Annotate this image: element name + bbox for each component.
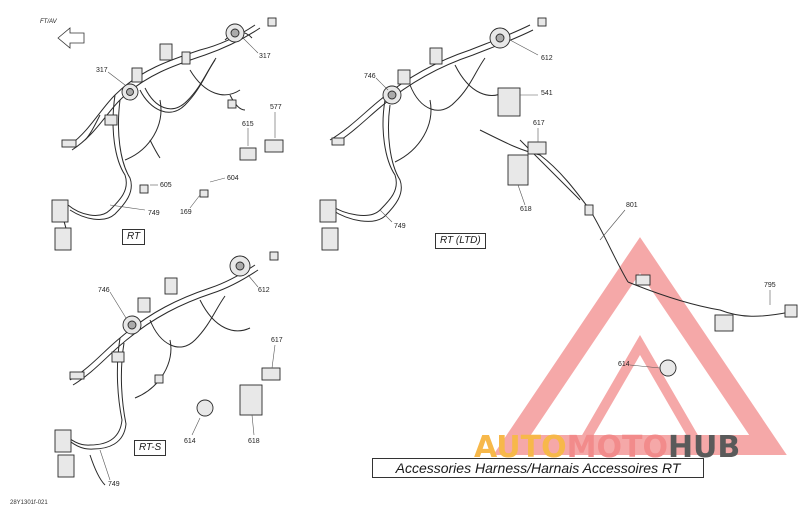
part-label: 749	[108, 481, 120, 488]
part-label: 746	[364, 73, 376, 80]
leader-lines	[99, 37, 771, 481]
part-label: 541	[541, 90, 553, 97]
front-direction-arrow-icon	[57, 27, 85, 49]
part-label: 617	[271, 337, 283, 344]
rt-s-harness-drawing	[61, 264, 259, 486]
rt-s-components	[54, 251, 281, 478]
variant-label-rt-ltd: RT (LTD)	[435, 233, 486, 249]
part-label: 615	[242, 121, 254, 128]
part-label: 795	[764, 282, 776, 289]
part-label: 604	[227, 175, 239, 182]
variant-label-rt: RT	[122, 229, 146, 245]
watermark-triangle-logo	[493, 237, 787, 455]
rt-ltd-harness-drawing	[329, 24, 791, 317]
part-label: 746	[98, 287, 110, 294]
direction-label: FT/AV	[40, 19, 57, 25]
part-label: 317	[96, 67, 108, 74]
part-label: 618	[248, 438, 260, 445]
part-label: 612	[541, 55, 553, 62]
diagram-title: Accessories Harness/Harnais Accessoires …	[372, 458, 704, 478]
drawing-code: 28Y1301f-021	[10, 500, 48, 506]
part-label: 614	[184, 438, 196, 445]
part-label: 577	[270, 104, 282, 111]
part-label: 317	[259, 53, 271, 60]
part-number-labels: 317 317 577 615 604 605 169 749 746 612 …	[96, 53, 776, 488]
part-label: 605	[160, 182, 172, 189]
part-label: 617	[533, 120, 545, 127]
part-label: 618	[520, 206, 532, 213]
part-label: 801	[626, 202, 638, 209]
rt-components	[51, 17, 284, 251]
part-label: 749	[394, 223, 406, 230]
variant-label-rt-s: RT-S	[134, 440, 167, 456]
part-label: 749	[148, 210, 160, 217]
part-label: 169	[180, 209, 192, 216]
part-label: 612	[258, 287, 270, 294]
part-label: 614	[618, 361, 630, 368]
